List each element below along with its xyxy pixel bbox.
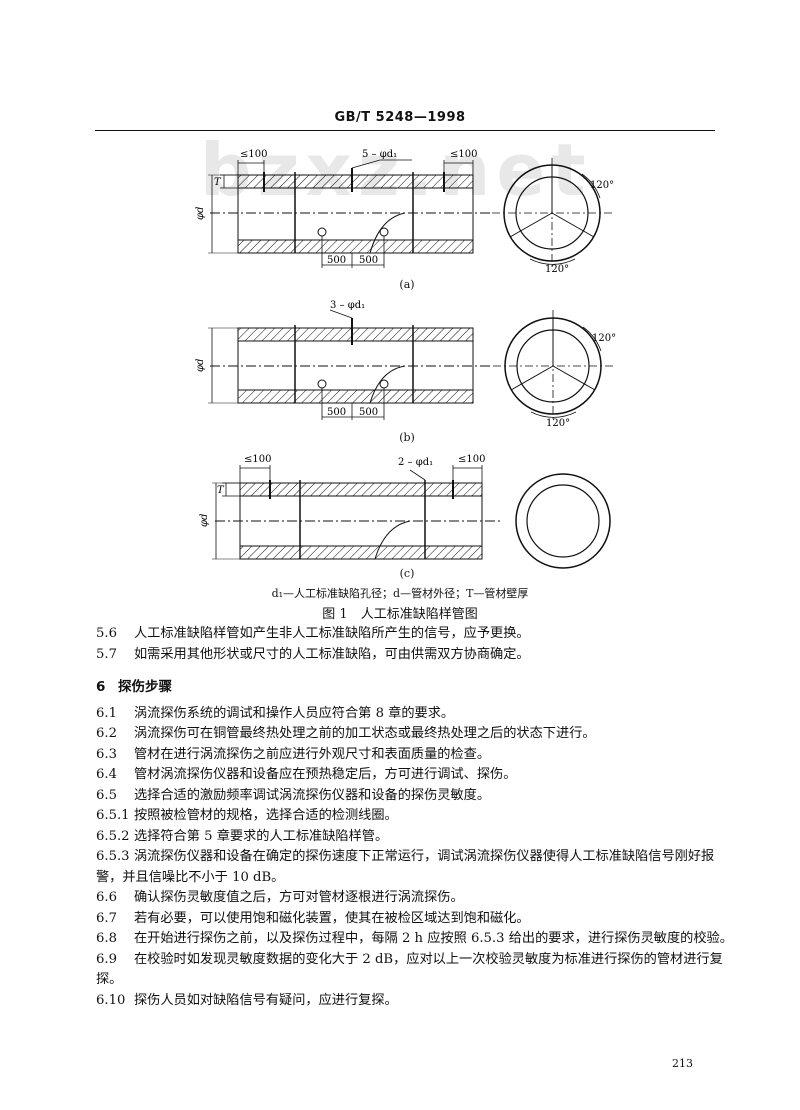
clause-text: 按照被检管材的规格，选择合适的检测线圈。 bbox=[134, 808, 398, 823]
paragraph: 6.6 确认探伤灵敏度值之后，方可对管材逐根进行涡流探伤。 bbox=[96, 888, 736, 909]
figure-legend: d₁—人工标准缺陷孔径；d—管材外径；T—管材壁厚 bbox=[271, 587, 529, 600]
clause-number: 6.8 bbox=[96, 931, 117, 946]
clause-text: 在校验时如发现灵敏度数据的变化大于 2 dB，应对以上一次校验灵敏度为标准进行探… bbox=[96, 951, 723, 988]
clause-text: 涡流探伤仪器和设备在确定的探伤速度下正常运行，调试涡流探伤仪器使得人工标准缺陷信… bbox=[96, 849, 715, 885]
clause-number: 6.2 bbox=[96, 726, 117, 741]
clause-number: 6.1 bbox=[96, 705, 117, 721]
clause-text: 若有必要，可以使用饱和磁化装置，使其在被检区域达到饱和磁化。 bbox=[134, 910, 530, 926]
clause-number: 6.5.2 bbox=[96, 828, 130, 844]
panel-b-spacing-2: 500 bbox=[359, 407, 378, 418]
panel-a-tube bbox=[208, 159, 490, 268]
clause-text: 如需采用其他形状或尺寸的人工标准缺陷，可由供需双方协商确定。 bbox=[134, 646, 530, 662]
paragraph: 6.7 若有必要，可以使用饱和磁化装置，使其在被检区域达到饱和磁化。 bbox=[96, 909, 736, 930]
panel-b-tube bbox=[208, 309, 490, 420]
paragraph: 5.6 人工标准缺陷样管如产生非人工标准缺陷所产生的信号，应予更换。 bbox=[96, 624, 736, 645]
panel-a-cross-section bbox=[492, 158, 612, 268]
panel-a-dim-left: ≤100 bbox=[240, 149, 267, 160]
panel-c-cross-section bbox=[515, 473, 611, 569]
figure-1-drawings: ≤100 ≤100 5 – φd₁ 500 500 T φd 120° 120° bbox=[195, 149, 616, 569]
paragraph: 6.1 涡流探伤系统的调试和操作人员应符合第 8 章的要求。 bbox=[96, 704, 736, 725]
clause-text: 选择符合第 5 章要求的人工标准缺陷样管。 bbox=[134, 828, 389, 844]
panel-b-diameter-label: φd bbox=[195, 359, 206, 372]
panel-c-caption: (c) bbox=[399, 567, 415, 580]
clause-text: 管材在进行涡流探伤之前应进行外观尺寸和表面质量的检查。 bbox=[134, 746, 491, 762]
panel-c-wall-label: T bbox=[217, 485, 225, 496]
header-rule bbox=[95, 130, 715, 131]
panel-a-wall-label: T bbox=[214, 177, 222, 188]
paragraph: 6.2 涡流探伤可在铜管最终热处理之前的加工状态或最终热处理之后的状态下进行。 bbox=[96, 724, 736, 745]
page-number: 213 bbox=[672, 1057, 693, 1070]
clause-text: 探伤人员如对缺陷信号有疑问，应进行复探。 bbox=[134, 992, 398, 1008]
panel-a-angle-1: 120° bbox=[590, 180, 614, 191]
clause-text: 涡流探伤系统的调试和操作人员应符合第 8 章的要求。 bbox=[134, 705, 455, 721]
paragraph: 6.5 选择合适的激励频率调试涡流探伤仪器和设备的探伤灵敏度。 bbox=[96, 786, 736, 807]
clause-number: 6.4 bbox=[96, 767, 117, 782]
panel-c-dim-left: ≤100 bbox=[244, 454, 271, 465]
panel-c-holes-label: 2 – φd₁ bbox=[398, 457, 433, 468]
paragraph: 6.3 管材在进行涡流探伤之前应进行外观尺寸和表面质量的检查。 bbox=[96, 745, 736, 766]
panel-b-cross-section bbox=[493, 310, 613, 420]
clause-text: 确认探伤灵敏度值之后，方可对管材逐根进行涡流探伤。 bbox=[134, 890, 464, 905]
panel-a-diameter-label: φd bbox=[195, 207, 206, 220]
clause-number: 6.5 bbox=[96, 787, 117, 803]
panel-c-dim-right: ≤100 bbox=[458, 454, 485, 465]
panel-a-dim-right: ≤100 bbox=[450, 149, 477, 160]
panel-b-caption: (b) bbox=[399, 431, 415, 444]
standard-header: GB/T 5248—1998 bbox=[334, 110, 466, 125]
panel-b-angle-2: 120° bbox=[546, 418, 570, 429]
section-number: 6 bbox=[96, 679, 106, 695]
figure-title: 图 1 人工标准缺陷样管图 bbox=[322, 607, 478, 622]
clause-text: 管材涡流探伤仪器和设备应在预热稳定后，方可进行调试、探伤。 bbox=[134, 767, 517, 782]
section-heading: 6 探伤步骤 bbox=[96, 677, 736, 698]
section-title: 探伤步骤 bbox=[118, 679, 172, 695]
clause-number: 6.10 bbox=[96, 992, 126, 1008]
panel-a-caption: (a) bbox=[399, 278, 415, 291]
paragraph: 6.5.1 按照被检管材的规格，选择合适的检测线圈。 bbox=[96, 806, 736, 827]
panel-a-holes-label: 5 – φd₁ bbox=[362, 149, 397, 160]
panel-b-spacing-1: 500 bbox=[327, 407, 346, 418]
panel-c-tube bbox=[212, 465, 500, 560]
clause-number: 6.5.1 bbox=[96, 808, 130, 823]
clause-number: 6.6 bbox=[96, 890, 117, 905]
panel-b-holes-label: 3 – φd₁ bbox=[330, 300, 365, 311]
clause-number: 6.5.3 bbox=[96, 849, 130, 864]
panel-b-angle-1: 120° bbox=[592, 333, 616, 344]
paragraph: 5.7 如需采用其他形状或尺寸的人工标准缺陷，可由供需双方协商确定。 bbox=[96, 645, 736, 666]
clause-number: 5.7 bbox=[96, 646, 117, 662]
clause-text: 人工标准缺陷样管如产生非人工标准缺陷所产生的信号，应予更换。 bbox=[134, 626, 530, 641]
panel-a-spacing-2: 500 bbox=[359, 255, 378, 266]
paragraph: 6.4 管材涡流探伤仪器和设备应在预热稳定后，方可进行调试、探伤。 bbox=[96, 765, 736, 786]
clause-number: 6.9 bbox=[96, 951, 117, 967]
paragraph: 6.10 探伤人员如对缺陷信号有疑问，应进行复探。 bbox=[96, 991, 736, 1012]
panel-c-diameter-label: φd bbox=[199, 514, 210, 527]
clause-text: 涡流探伤可在铜管最终热处理之前的加工状态或最终热处理之后的状态下进行。 bbox=[134, 726, 596, 741]
clause-number: 6.3 bbox=[96, 746, 117, 762]
clause-number: 6.7 bbox=[96, 910, 117, 926]
clause-text: 在开始进行探伤之前，以及探伤过程中，每隔 2 h 应按照 6.5.3 给出的要求… bbox=[134, 931, 733, 946]
clause-number: 5.6 bbox=[96, 626, 117, 641]
clause-text: 选择合适的激励频率调试涡流探伤仪器和设备的探伤灵敏度。 bbox=[134, 787, 491, 803]
paragraph: 6.8 在开始进行探伤之前，以及探伤过程中，每隔 2 h 应按照 6.5.3 给出… bbox=[96, 929, 736, 950]
panel-a-angle-2: 120° bbox=[545, 264, 569, 275]
panel-a-spacing-1: 500 bbox=[327, 255, 346, 266]
body-text: 5.6 人工标准缺陷样管如产生非人工标准缺陷所产生的信号，应予更换。 5.7 如需采… bbox=[96, 624, 736, 1011]
